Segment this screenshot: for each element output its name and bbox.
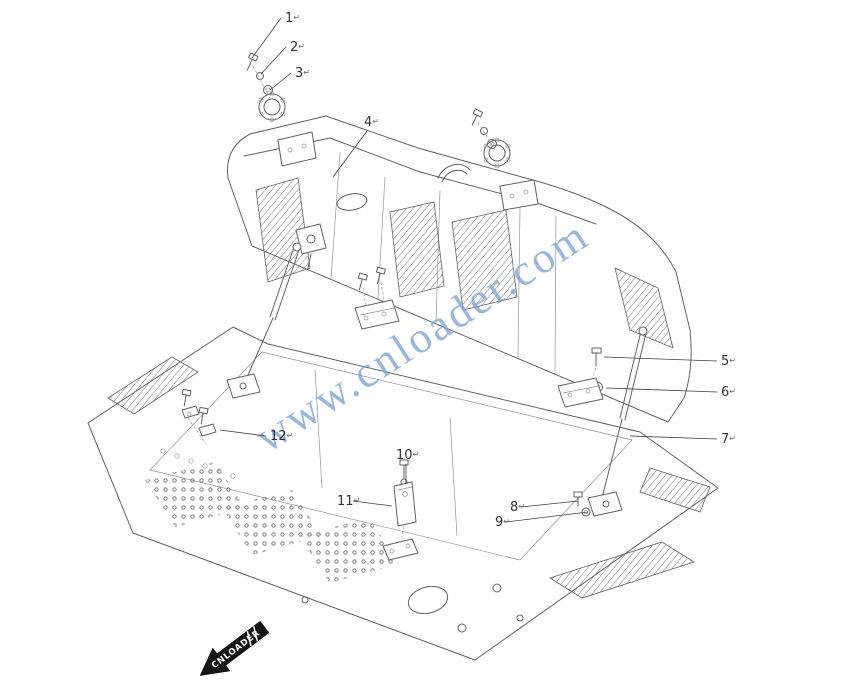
assembly-axis (477, 121, 496, 151)
bolt (471, 108, 484, 126)
hinge-bolt (375, 266, 386, 285)
perforation-grid-1 (145, 462, 245, 527)
perforation-grid-2 (222, 490, 322, 555)
bolt-part-5 (591, 347, 602, 367)
hood-grille-mid-2 (451, 209, 518, 311)
filler-plate-right (499, 179, 539, 211)
hood-oval-cutout (336, 193, 368, 211)
filler-plate-left (277, 131, 317, 167)
leader-line-8 (520, 500, 579, 508)
hinge-bracket (354, 299, 400, 330)
callout-11: 11↵ (337, 494, 360, 509)
clamp-bolt (181, 388, 192, 407)
spring-washer-part-2 (256, 72, 264, 80)
fuel-cap-left (258, 91, 286, 123)
leader-lines (219, 17, 718, 523)
leader-line-9 (505, 511, 589, 523)
deck-hole (457, 623, 467, 633)
deck-hole (492, 583, 502, 593)
leader-line-12 (219, 429, 267, 437)
leader-line-11 (352, 500, 393, 507)
ball-joint-upper (292, 242, 302, 252)
hinge-bracket (557, 377, 604, 408)
clamp-piece (198, 423, 217, 437)
callout-labels: 1↵ 2↵ 3↵ 4↵ 5↵ 6↵ 7↵ 8↵ 9↵ 10↵ 11↵ 12↵ (270, 11, 736, 530)
cap-left-fasteners (246, 52, 273, 99)
hood-grille-mid-1 (389, 201, 445, 298)
hood-handle (437, 163, 471, 183)
bolt-part-1 (246, 52, 259, 71)
callout-4: 4↵ (364, 115, 379, 130)
strut-bracket-right (573, 491, 623, 517)
spring-washer (480, 127, 488, 135)
deck-hole (301, 596, 309, 604)
callout-1: 1↵ (285, 11, 300, 26)
ball-joint-upper (638, 326, 648, 336)
hinge-right (557, 347, 604, 408)
assembly-axis (400, 525, 405, 545)
callout-7: 7↵ (721, 432, 736, 447)
assembly-axis (187, 417, 207, 445)
leader-line-3 (269, 72, 292, 91)
leader-line-2 (260, 46, 287, 75)
flat-washer (487, 139, 497, 149)
cap-right-fasteners (471, 108, 497, 151)
callout-3: 3↵ (295, 66, 310, 81)
strut-bracket-left (226, 373, 261, 399)
leader-line-5 (603, 356, 718, 362)
brand-arrow: CNLOADER (199, 621, 270, 676)
hinge-bolt (357, 272, 368, 291)
clamp-bolt (198, 406, 209, 425)
callout-2: 2↵ (290, 40, 305, 55)
deck-fold-line-left (314, 369, 323, 489)
callout-10: 10↵ (396, 448, 419, 463)
hinge-left (354, 266, 400, 330)
leader-line-6 (605, 387, 718, 393)
deck-fold-line-right (449, 417, 458, 537)
fuel-cap-right (483, 137, 511, 169)
hood-footprint-outline (149, 351, 633, 561)
callout-6: 6↵ (721, 385, 736, 400)
leader-line-7 (629, 435, 718, 440)
leader-line-1 (251, 17, 282, 59)
callout-9: 9↵ (495, 515, 510, 530)
assembly-axis (252, 65, 271, 99)
hood-grille-right (614, 267, 674, 349)
vent-slots-left-wing (107, 356, 199, 415)
callout-12: 12↵ (270, 429, 293, 444)
deck-hole (516, 614, 524, 622)
callout-5: 5↵ (721, 354, 736, 369)
access-hole (407, 585, 449, 615)
vent-slots-right-top (639, 467, 711, 513)
assembly-axis (589, 367, 597, 385)
callout-8: 8↵ (510, 500, 525, 515)
brand-arrow-label: CNLOADER (210, 628, 262, 671)
wing-bolt-holes (160, 448, 236, 479)
perforation-grid-3 (299, 518, 399, 583)
assembly-axis (380, 281, 385, 301)
bolt-part-8 (573, 491, 583, 507)
vent-slots-right-bottom (549, 541, 695, 599)
hood-assembly (226, 91, 692, 423)
brand-arrow-shape (199, 621, 270, 676)
leader-line-4 (332, 130, 368, 178)
flat-washer-part-3 (263, 85, 273, 95)
clamp-piece (181, 405, 200, 419)
assembly-axis (362, 287, 367, 307)
strut-clamp-parts (181, 388, 217, 445)
